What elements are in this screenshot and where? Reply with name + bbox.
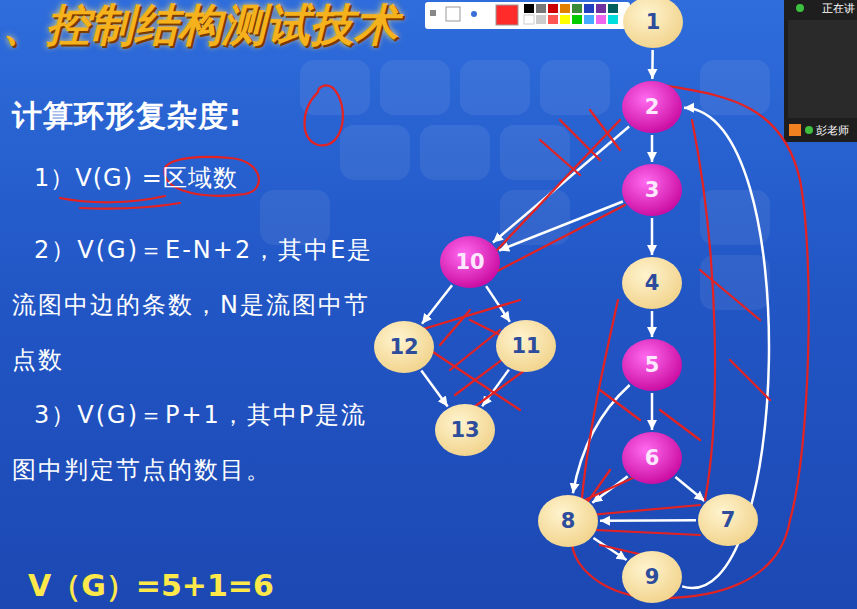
node-number: 9 [621,550,683,604]
flow-arrow [651,135,654,162]
formula-text: 2）V(G)＝E-N+2，其中E是流图中边的条数，N是流图中节点数 [12,223,392,388]
flow-node: 12 [373,320,435,374]
node-number: 12 [373,320,435,374]
decision-node: 2 [621,80,683,134]
status-text: 正在讲 [822,1,856,16]
decision-node: 3 [621,163,683,217]
flow-arrow [651,50,654,79]
flow-node: 13 [434,403,496,457]
flow-arrow [499,202,623,251]
result-text: V（G）=5+1=6 [28,566,328,607]
node-number: 5 [621,338,683,392]
node-number: 4 [621,256,683,310]
flow-arrow [651,218,654,255]
flow-node: 1 [622,0,684,49]
node-number: 3 [621,163,683,217]
flow-node: 8 [537,494,599,548]
formula-text: 1）V(G) =区域数 [34,162,314,194]
flow-arrow [421,371,447,407]
flow-arrow [600,519,696,522]
flow-arrow [651,311,654,337]
decision-node: 10 [439,235,501,289]
node-number: 13 [434,403,496,457]
node-number: 2 [621,80,683,134]
decision-node: 6 [621,431,683,485]
node-number: 6 [621,431,683,485]
flow-node: 11 [495,319,557,373]
node-number: 10 [439,235,501,289]
presenter-name: 彭老师 [816,123,856,138]
flow-node: 9 [621,550,683,604]
node-number: 8 [537,494,599,548]
flow-arrow [573,385,630,493]
flow-arrow [675,477,704,501]
node-number: 7 [697,493,759,547]
flow-arrow [422,285,452,324]
flow-arrow [682,108,769,588]
decision-node: 5 [621,338,683,392]
flow-node: 4 [621,256,683,310]
node-number: 11 [495,319,557,373]
section-heading: 计算环形复杂度: [12,96,302,137]
flow-node: 7 [697,493,759,547]
node-number: 1 [622,0,684,49]
formula-text: 3）V(G)＝P+1，其中P是流图中判定节点的数目。 [12,388,392,498]
slide-title: 、控制结构测试技术 [2,0,398,55]
flow-arrow [651,393,654,430]
